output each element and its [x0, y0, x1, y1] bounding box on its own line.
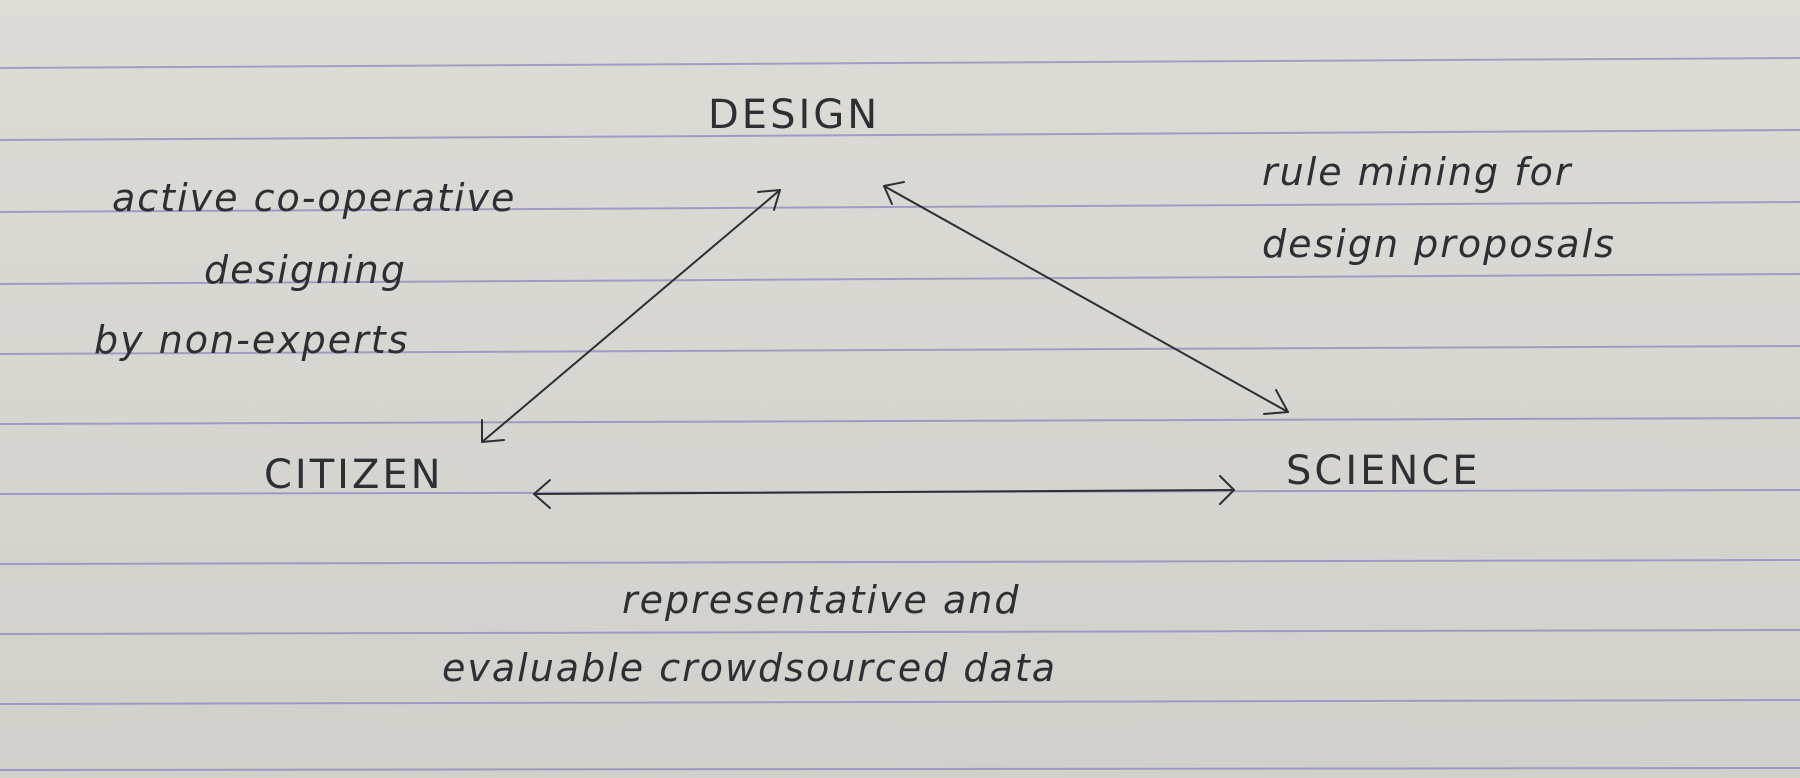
arrowhead-citizen-end-2: [533, 479, 551, 509]
annotation-design-science-line-2: design proposals: [1262, 222, 1616, 266]
annotation-design-science-line-1: rule mining for: [1262, 150, 1573, 194]
ruled-line: [0, 699, 1800, 705]
ruled-line: [0, 273, 1800, 285]
annotation-design-citizen-line-1: active co-operative: [112, 176, 517, 220]
ruled-line: [0, 57, 1800, 69]
arrowhead-science-end: [1263, 389, 1289, 415]
node-science: SCIENCE: [1286, 448, 1481, 494]
ruled-line: [0, 129, 1800, 141]
arrow-design-science: [883, 185, 1289, 413]
ruled-line: [0, 201, 1800, 213]
annotation-citizen-science-line-2: evaluable crowdsourced data: [442, 646, 1058, 690]
ruled-line: [0, 629, 1800, 635]
arrowhead-citizen-end: [481, 419, 505, 443]
arrowhead-design-end: [757, 189, 781, 211]
ruled-line: [0, 559, 1800, 565]
ruled-line: [0, 767, 1800, 771]
arrow-design-citizen: [481, 189, 781, 443]
arrowhead-design-end-2: [883, 181, 905, 205]
node-design: DESIGN: [708, 92, 881, 138]
annotation-design-citizen-line-2: designing: [204, 248, 407, 292]
annotation-design-citizen-line-3: by non-experts: [94, 318, 410, 362]
ruled-line: [0, 417, 1800, 425]
ruled-line: [0, 345, 1800, 355]
annotation-citizen-science-line-1: representative and: [622, 578, 1021, 622]
arrowhead-science-end-2: [1219, 475, 1235, 505]
node-citizen: CITIZEN: [264, 452, 444, 498]
arrow-citizen-science: [533, 489, 1235, 495]
